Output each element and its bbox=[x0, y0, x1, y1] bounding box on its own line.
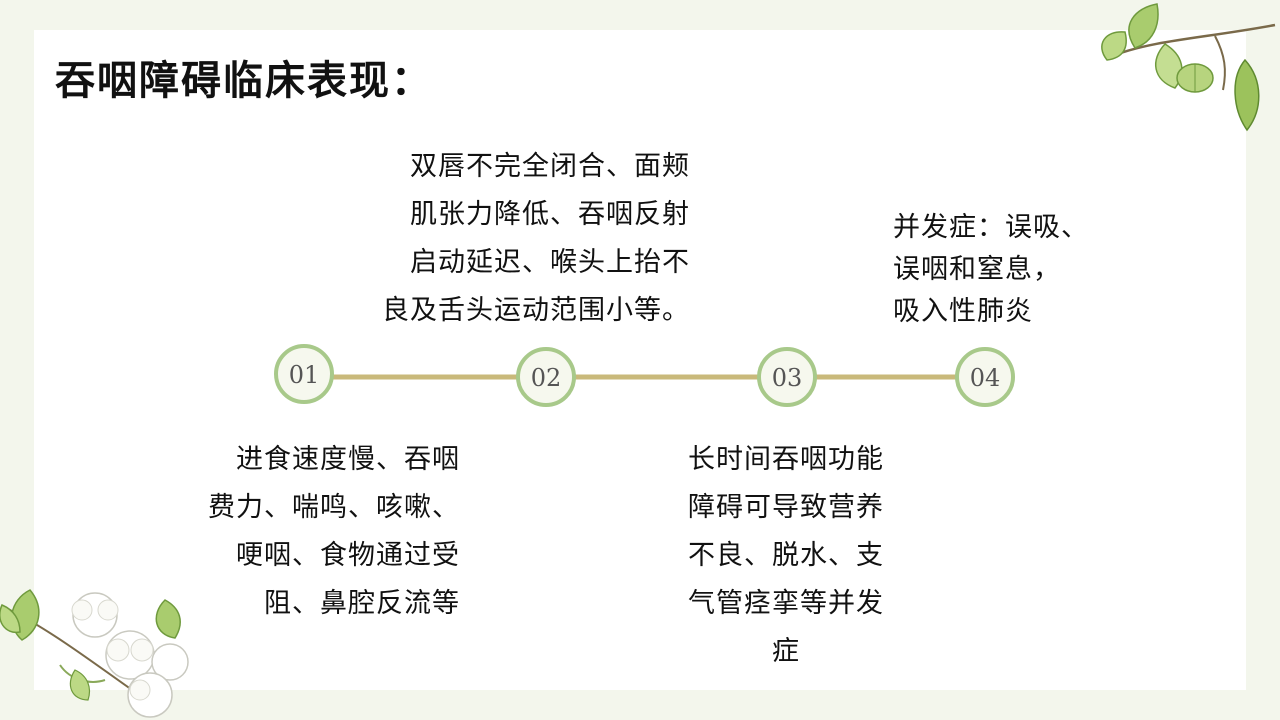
text-block-02: 双唇不完全闭合、面颊 肌张力降低、吞咽反射 启动延迟、喉头上抬不 良及舌头运动范… bbox=[345, 143, 690, 335]
text-line: 障碍可导致营养 bbox=[688, 492, 884, 523]
text-line: 阻、鼻腔反流等 bbox=[264, 588, 460, 619]
text-line: 并发症：误吸、 bbox=[893, 212, 1089, 243]
text-line: 良及舌头运动范围小等。 bbox=[382, 295, 690, 326]
node-label-03: 03 bbox=[772, 364, 803, 392]
text-line: 吸入性肺炎 bbox=[893, 296, 1033, 327]
node-label-04: 04 bbox=[970, 364, 1001, 392]
text-line: 误咽和窒息， bbox=[893, 254, 1061, 285]
page-title: 吞咽障碍临床表现： bbox=[55, 57, 433, 104]
text-line: 启动延迟、喉头上抬不 bbox=[410, 247, 690, 278]
slide-card bbox=[34, 30, 1246, 690]
leaf-icon bbox=[155, 599, 181, 639]
leaf-icon bbox=[1128, 3, 1159, 49]
text-line: 不良、脱水、支 bbox=[688, 540, 884, 571]
leaf-icon bbox=[69, 669, 91, 701]
text-line: 气管痉挛等并发 bbox=[688, 588, 884, 619]
timeline-node-04: 04 bbox=[955, 347, 1015, 407]
text-line: 进食速度慢、吞咽 bbox=[236, 444, 460, 475]
leaf-icon bbox=[1155, 43, 1183, 89]
text-block-04: 并发症：误吸、 误咽和窒息， 吸入性肺炎 bbox=[893, 207, 1133, 333]
cotton-boll-icon bbox=[127, 672, 173, 718]
text-line: 费力、喘鸣、咳嗽、 bbox=[208, 492, 460, 523]
timeline-node-03: 03 bbox=[757, 347, 817, 407]
cotton-boll-icon bbox=[105, 630, 155, 680]
node-label-02: 02 bbox=[531, 364, 562, 392]
cotton-boll-icon bbox=[71, 592, 119, 638]
node-label-01: 01 bbox=[289, 361, 320, 389]
text-line: 长时间吞咽功能 bbox=[688, 444, 884, 475]
leaf-icon bbox=[1234, 58, 1260, 132]
cotton-boll-icon bbox=[151, 643, 189, 681]
leaf-icon bbox=[0, 604, 21, 634]
timeline-node-02: 02 bbox=[516, 347, 576, 407]
text-block-03: 长时间吞咽功能 障碍可导致营养 不良、脱水、支 气管痉挛等并发 症 bbox=[668, 436, 904, 676]
text-block-01: 进食速度慢、吞咽 费力、喘鸣、咳嗽、 哽咽、食物通过受 阻、鼻腔反流等 bbox=[180, 436, 460, 628]
text-line: 肌张力降低、吞咽反射 bbox=[410, 199, 690, 230]
cotton-flower-decoration bbox=[0, 589, 189, 718]
text-line: 哽咽、食物通过受 bbox=[236, 540, 460, 571]
text-line: 双唇不完全闭合、面颊 bbox=[410, 151, 690, 182]
timeline-node-01: 01 bbox=[274, 344, 334, 404]
leaf-branch-decoration bbox=[1101, 3, 1276, 132]
leaf-icon bbox=[1101, 31, 1127, 61]
text-line: 症 bbox=[772, 636, 800, 667]
